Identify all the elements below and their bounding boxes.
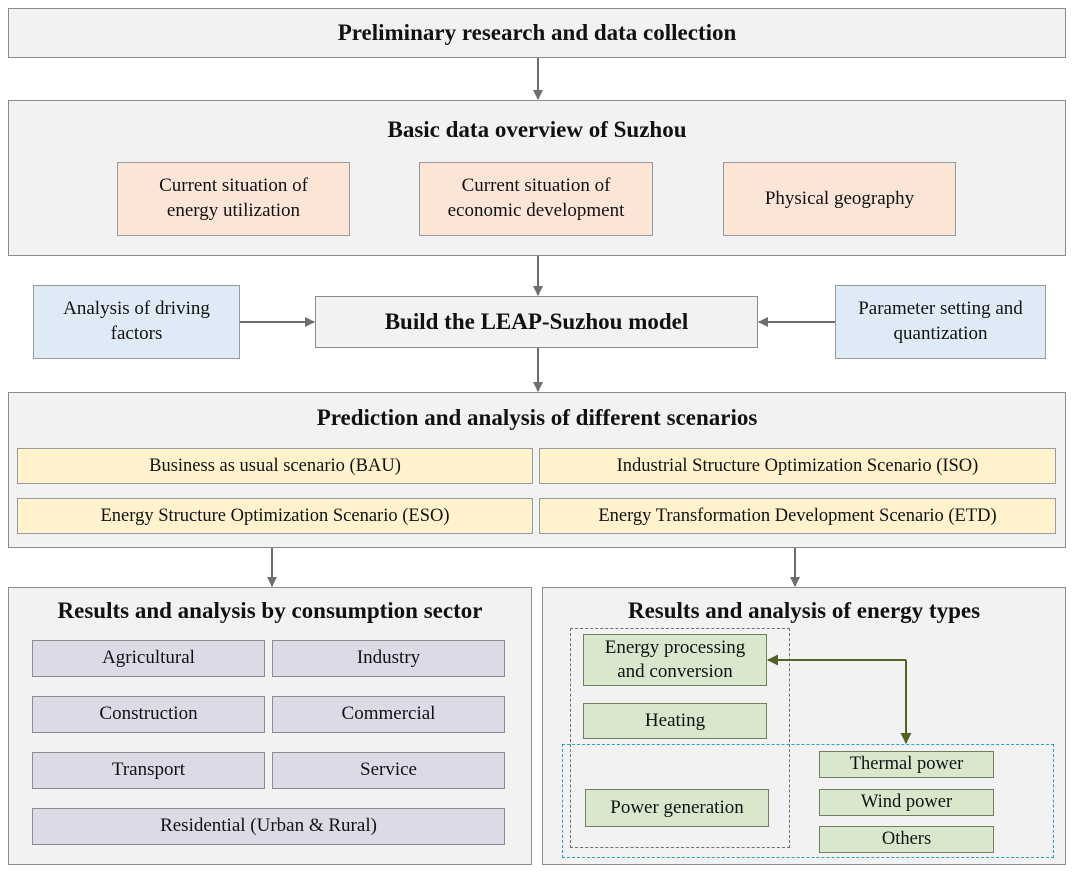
power-generation-label: Power generation (610, 796, 744, 818)
sector-label: Service (360, 759, 417, 781)
preliminary-research-title: Preliminary research and data collection (337, 20, 737, 46)
others-label: Others (881, 829, 932, 850)
sector-label: Construction (99, 703, 198, 725)
scenario-label: Business as usual scenario (BAU) (149, 455, 401, 476)
overview-title: Basic data overview of Suzhou (387, 117, 687, 142)
overview-item-economic-development: Current situation of economic developmen… (419, 162, 653, 236)
sector-industry: Industry (272, 640, 505, 677)
sector-residential: Residential (Urban & Rural) (32, 808, 505, 845)
leap-model-box: Build the LEAP-Suzhou model (315, 296, 758, 348)
scenario-label: Energy Transformation Development Scenar… (598, 505, 997, 526)
overview-item-label: Current situation of energy utilization (159, 175, 308, 221)
sector-service: Service (272, 752, 505, 789)
thermal-power-label: Thermal power (849, 754, 964, 775)
preliminary-research-box: Preliminary research and data collection (8, 8, 1066, 58)
scenario-label: Energy Structure Optimization Scenario (… (100, 505, 450, 526)
overview-item-label: Physical geography (764, 187, 915, 209)
sector-label: Industry (356, 647, 421, 669)
others-box: Others (819, 826, 994, 853)
sector-transport: Transport (32, 752, 265, 789)
sectors-title: Results and analysis by consumption sect… (57, 598, 483, 623)
sector-label: Transport (111, 759, 186, 781)
power-generation-box: Power generation (585, 789, 769, 827)
sector-agricultural: Agricultural (32, 640, 265, 677)
sector-commercial: Commercial (272, 696, 505, 733)
wind-power-box: Wind power (819, 789, 994, 816)
parameter-setting-box: Parameter setting and quantization (835, 285, 1046, 359)
heating-box: Heating (583, 703, 767, 739)
leap-model-title: Build the LEAP-Suzhou model (384, 309, 689, 335)
sector-construction: Construction (32, 696, 265, 733)
sector-label: Residential (Urban & Rural) (160, 815, 377, 837)
overview-item-physical-geography: Physical geography (723, 162, 956, 236)
heating-label: Heating (644, 709, 706, 731)
scenario-iso: Industrial Structure Optimization Scenar… (539, 448, 1056, 484)
energy-processing-label: Energy processing and conversion (604, 637, 746, 682)
power-group-outline (562, 744, 1054, 858)
scenario-label: Industrial Structure Optimization Scenar… (616, 455, 979, 476)
thermal-power-box: Thermal power (819, 751, 994, 778)
scenarios-title: Prediction and analysis of different sce… (316, 405, 758, 430)
driving-factors-box: Analysis of driving factors (33, 285, 240, 359)
overview-item-energy-utilization: Current situation of energy utilization (117, 162, 350, 236)
driving-factors-label: Analysis of driving factors (63, 298, 210, 344)
conversion-group-outline (570, 628, 790, 848)
scenario-etd: Energy Transformation Development Scenar… (539, 498, 1056, 534)
parameter-setting-label: Parameter setting and quantization (858, 298, 1023, 344)
sector-label: Agricultural (102, 647, 195, 669)
scenario-bau: Business as usual scenario (BAU) (17, 448, 533, 484)
energy-title: Results and analysis of energy types (627, 598, 981, 623)
overview-item-label: Current situation of economic developmen… (447, 175, 625, 221)
scenario-eso: Energy Structure Optimization Scenario (… (17, 498, 533, 534)
wind-power-label: Wind power (860, 792, 953, 813)
sector-label: Commercial (341, 703, 436, 725)
energy-processing-box: Energy processing and conversion (583, 634, 767, 686)
